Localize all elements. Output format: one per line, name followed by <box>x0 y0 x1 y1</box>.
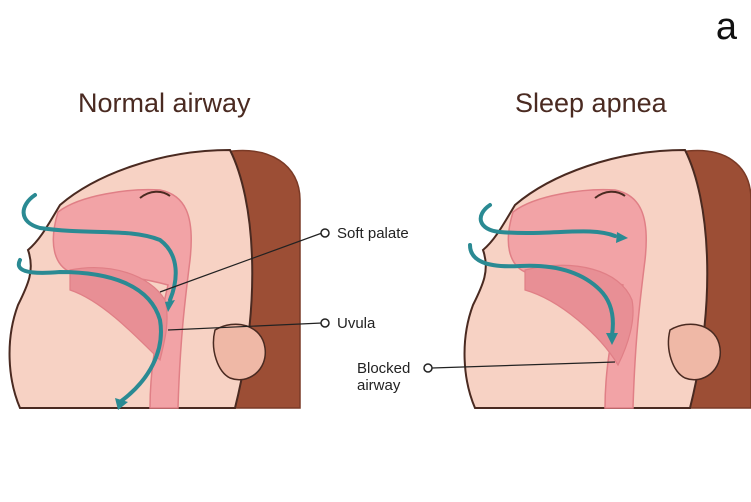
callout-line-uvula <box>167 322 323 331</box>
label-blocked-airway-line2: airway <box>357 377 401 394</box>
left-head <box>8 148 301 410</box>
right-ear <box>667 323 721 381</box>
right-arrowhead-2 <box>606 333 618 345</box>
callout-dot-soft-palate <box>320 228 330 238</box>
callout-dot-uvula <box>320 318 330 328</box>
callout-line-soft-palate <box>159 232 323 293</box>
callout-lines <box>159 228 616 373</box>
left-ear <box>212 323 266 381</box>
label-blocked-airway-line1: Blocked <box>357 360 411 377</box>
left-airflow-arrow-mouth <box>16 258 163 404</box>
right-airflow-arrow-blocked <box>468 243 615 337</box>
right-eye <box>594 190 626 199</box>
callout-dot-blocked-airway <box>423 363 433 373</box>
left-arrowhead-2 <box>115 398 128 410</box>
right-tongue-collapsed <box>524 264 634 367</box>
left-eye <box>139 190 171 199</box>
heading-sleep-apnea: Sleep apnea <box>515 88 667 118</box>
panel-letter: a <box>715 6 737 48</box>
heading-normal-airway: Normal airway <box>78 88 251 118</box>
callout-line-blocked-airway <box>431 361 616 369</box>
label-blocked-airway: Blocked airway <box>357 360 410 394</box>
right-head <box>463 148 751 409</box>
left-tongue <box>69 267 168 362</box>
label-uvula: Uvula <box>337 315 376 332</box>
left-airflow-arrow-nose <box>21 193 178 302</box>
left-arrowhead-1 <box>165 300 175 312</box>
right-airflow-arrow-nose <box>478 203 617 238</box>
label-soft-palate: Soft palate <box>337 225 409 242</box>
right-arrowhead-1 <box>616 232 628 243</box>
